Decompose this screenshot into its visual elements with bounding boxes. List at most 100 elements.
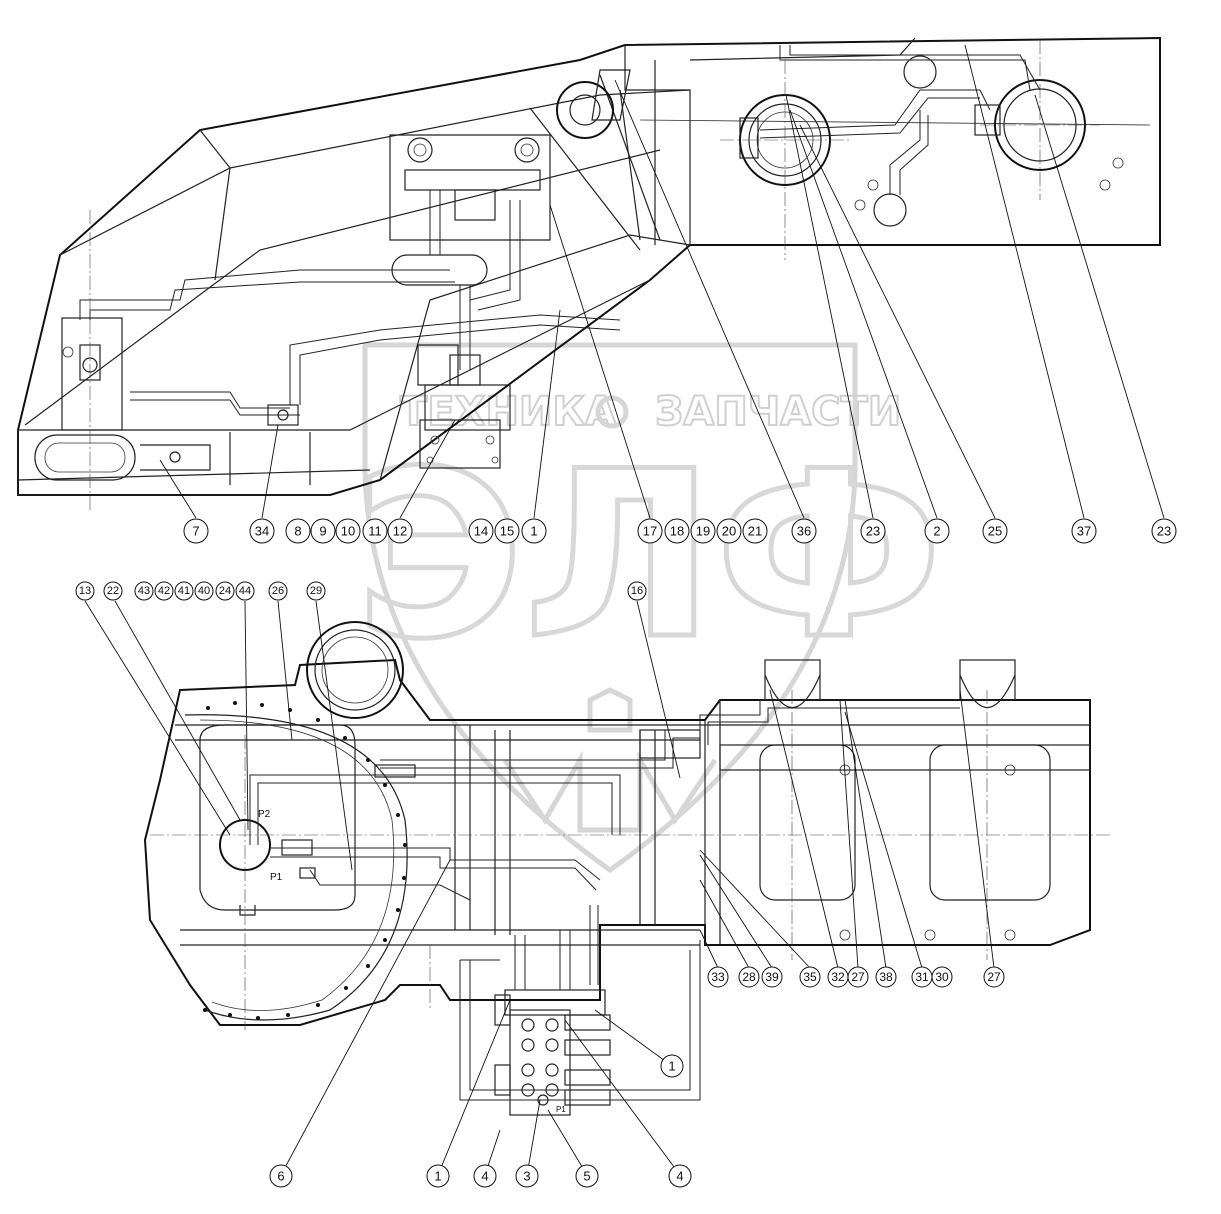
callout-33: 33 xyxy=(707,966,729,988)
callout-41: 41 xyxy=(174,581,194,601)
callout-35: 35 xyxy=(799,966,821,988)
callout-18: 18 xyxy=(664,518,690,544)
callout-13: 13 xyxy=(75,581,95,601)
callout-2: 2 xyxy=(924,518,950,544)
callout-11: 11 xyxy=(362,518,388,544)
callout-1-mid: 1 xyxy=(660,1054,684,1078)
callout-31: 31 xyxy=(911,966,933,988)
callout-30: 30 xyxy=(931,966,953,988)
callout-10: 10 xyxy=(335,518,361,544)
svg-text:26: 26 xyxy=(272,585,284,597)
svg-text:8: 8 xyxy=(294,524,301,539)
svg-text:30: 30 xyxy=(935,970,949,984)
svg-text:43: 43 xyxy=(138,585,150,597)
callout-17: 17 xyxy=(637,518,663,544)
svg-text:41: 41 xyxy=(178,585,190,597)
svg-text:36: 36 xyxy=(797,524,811,539)
port-label-p2: P2 xyxy=(258,809,271,820)
callout-34: 34 xyxy=(249,518,275,544)
svg-text:40: 40 xyxy=(198,585,210,597)
callout-5: 5 xyxy=(575,1164,599,1188)
callout-32: 32 xyxy=(827,966,849,988)
port-label-p1-valve: P1 xyxy=(556,1105,566,1114)
svg-text:11: 11 xyxy=(368,524,382,539)
callout-1-top: 1 xyxy=(521,518,547,544)
svg-text:34: 34 xyxy=(255,524,269,539)
svg-text:2: 2 xyxy=(933,524,940,539)
svg-text:1: 1 xyxy=(530,524,537,539)
svg-text:14: 14 xyxy=(474,524,488,539)
svg-text:1: 1 xyxy=(668,1059,675,1074)
callouts-bottom-row: 6 1 4 3 5 4 xyxy=(269,1164,692,1188)
svg-text:32: 32 xyxy=(831,970,845,984)
svg-text:15: 15 xyxy=(500,524,514,539)
svg-text:12: 12 xyxy=(393,524,407,539)
callout-44: 44 xyxy=(235,581,255,601)
callout-4-right: 4 xyxy=(668,1164,692,1188)
ring-bolts xyxy=(203,701,407,1020)
callout-4-left: 4 xyxy=(473,1164,497,1188)
callouts-top-row: 7 34 8 9 10 11 12 14 15 1 17 18 19 20 21… xyxy=(183,518,1177,544)
svg-text:4: 4 xyxy=(676,1169,683,1184)
svg-text:44: 44 xyxy=(239,585,251,597)
svg-text:27: 27 xyxy=(851,970,865,984)
callout-28: 28 xyxy=(738,966,760,988)
svg-text:22: 22 xyxy=(107,585,119,597)
callout-12: 12 xyxy=(387,518,413,544)
svg-text:6: 6 xyxy=(277,1169,284,1184)
watermark: ТЕХНИКА ЗАПЧАСТИ ЭЛФ xyxy=(353,342,945,874)
port-label-p1: P1 xyxy=(270,872,283,883)
svg-text:42: 42 xyxy=(158,585,170,597)
callout-3: 3 xyxy=(515,1164,539,1188)
callout-43: 43 xyxy=(134,581,154,601)
callout-24: 24 xyxy=(215,581,235,601)
svg-text:37: 37 xyxy=(1077,524,1091,539)
svg-text:4: 4 xyxy=(481,1169,488,1184)
callout-19: 19 xyxy=(690,518,716,544)
callout-36: 36 xyxy=(791,518,817,544)
callout-21: 21 xyxy=(742,518,768,544)
watermark-logo-text: ЭЛФ xyxy=(355,423,943,690)
watermark-left-text: ТЕХНИКА xyxy=(400,389,616,435)
leader-lines xyxy=(84,44,1165,1176)
svg-text:5: 5 xyxy=(583,1169,590,1184)
svg-text:39: 39 xyxy=(765,970,779,984)
svg-text:28: 28 xyxy=(742,970,756,984)
callout-37: 37 xyxy=(1071,518,1097,544)
svg-text:7: 7 xyxy=(192,524,199,539)
callout-15: 15 xyxy=(494,518,520,544)
callout-16: 16 xyxy=(627,581,647,601)
callout-14: 14 xyxy=(468,518,494,544)
bottom-plan-view: P2 P1 P1 xyxy=(143,621,1110,1116)
svg-text:3: 3 xyxy=(523,1169,530,1184)
svg-text:23: 23 xyxy=(1157,524,1171,539)
callout-38: 38 xyxy=(875,966,897,988)
svg-text:9: 9 xyxy=(319,524,326,539)
callouts-low-row: 33 28 39 35 32 27 38 31 30 27 1 xyxy=(660,966,1005,1078)
callout-39: 39 xyxy=(761,966,783,988)
svg-text:25: 25 xyxy=(988,524,1002,539)
callout-27-left: 27 xyxy=(847,966,869,988)
callout-20: 20 xyxy=(716,518,742,544)
callout-23-left: 23 xyxy=(860,518,886,544)
svg-text:17: 17 xyxy=(643,524,657,539)
svg-text:16: 16 xyxy=(631,585,643,597)
svg-text:38: 38 xyxy=(879,970,893,984)
svg-text:31: 31 xyxy=(915,970,929,984)
callout-6: 6 xyxy=(269,1164,293,1188)
callout-8: 8 xyxy=(285,518,311,544)
svg-text:23: 23 xyxy=(866,524,880,539)
callout-9: 9 xyxy=(310,518,336,544)
svg-text:24: 24 xyxy=(219,585,231,597)
svg-text:1: 1 xyxy=(434,1169,441,1184)
svg-text:19: 19 xyxy=(696,524,710,539)
callout-25: 25 xyxy=(982,518,1008,544)
callout-40: 40 xyxy=(194,581,214,601)
svg-text:10: 10 xyxy=(341,524,355,539)
watermark-right-text: ЗАПЧАСТИ xyxy=(655,389,901,435)
svg-text:29: 29 xyxy=(310,585,322,597)
callouts-mid-row: 13 22 43 42 41 40 24 44 26 29 16 xyxy=(75,581,647,601)
svg-text:18: 18 xyxy=(670,524,684,539)
svg-text:21: 21 xyxy=(748,524,762,539)
